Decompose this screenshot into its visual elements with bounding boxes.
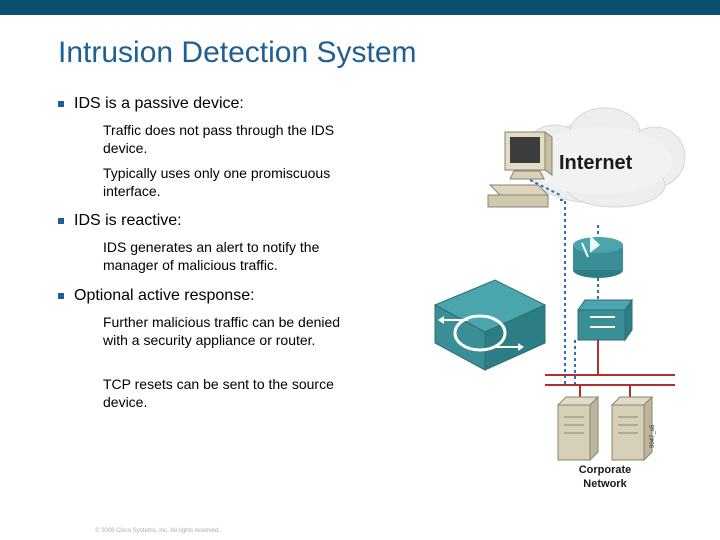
monitored-traffic-paths (529, 179, 599, 385)
figure-code: 9047_a5 (650, 424, 656, 448)
internet-cloud-icon (524, 107, 686, 208)
bullet-2-sub-1: IDS generates an alert to notify the man… (103, 239, 320, 273)
copyright-footer: © 2006 Cisco Systems, Inc. All rights re… (95, 528, 220, 534)
bullet-2: IDS is reactive: (58, 212, 182, 230)
workstation-icon (487, 131, 553, 208)
bullet-3: Optional active response: (58, 287, 255, 305)
diagram-svg: Internet (433, 107, 686, 490)
corporate-lan-lines (545, 340, 675, 400)
bullet-1-text: IDS is a passive device: (74, 95, 244, 112)
bullet-2-text: IDS is reactive: (74, 212, 182, 229)
bullet-3-sub-2: TCP resets can be sent to the source dev… (103, 376, 334, 410)
server-icon (610, 395, 654, 462)
bullet-marker (58, 293, 64, 299)
router-icon (573, 235, 623, 278)
bullet-1-sub-2: Typically uses only one promiscuous inte… (103, 165, 331, 199)
network-label: Network (583, 478, 627, 490)
bullet-3-sub-1: Further malicious traffic can be denied … (103, 314, 341, 348)
corporate-label: Corporate (579, 464, 632, 476)
bullet-1-sub-1: Traffic does not pass through the IDS de… (103, 122, 335, 156)
switch-icon (577, 298, 633, 342)
slide-title: Intrusion Detection System (58, 36, 417, 69)
ids-network-diagram: Internet (430, 95, 720, 495)
bullet-marker (58, 218, 64, 224)
top-bar (0, 0, 720, 15)
internet-label: Internet (559, 152, 633, 174)
ids-sensor-icon (433, 279, 547, 371)
server-icon (556, 395, 600, 462)
bullet-marker (58, 101, 64, 107)
bullet-3-text: Optional active response: (74, 287, 255, 304)
bullet-1: IDS is a passive device: (58, 95, 244, 113)
